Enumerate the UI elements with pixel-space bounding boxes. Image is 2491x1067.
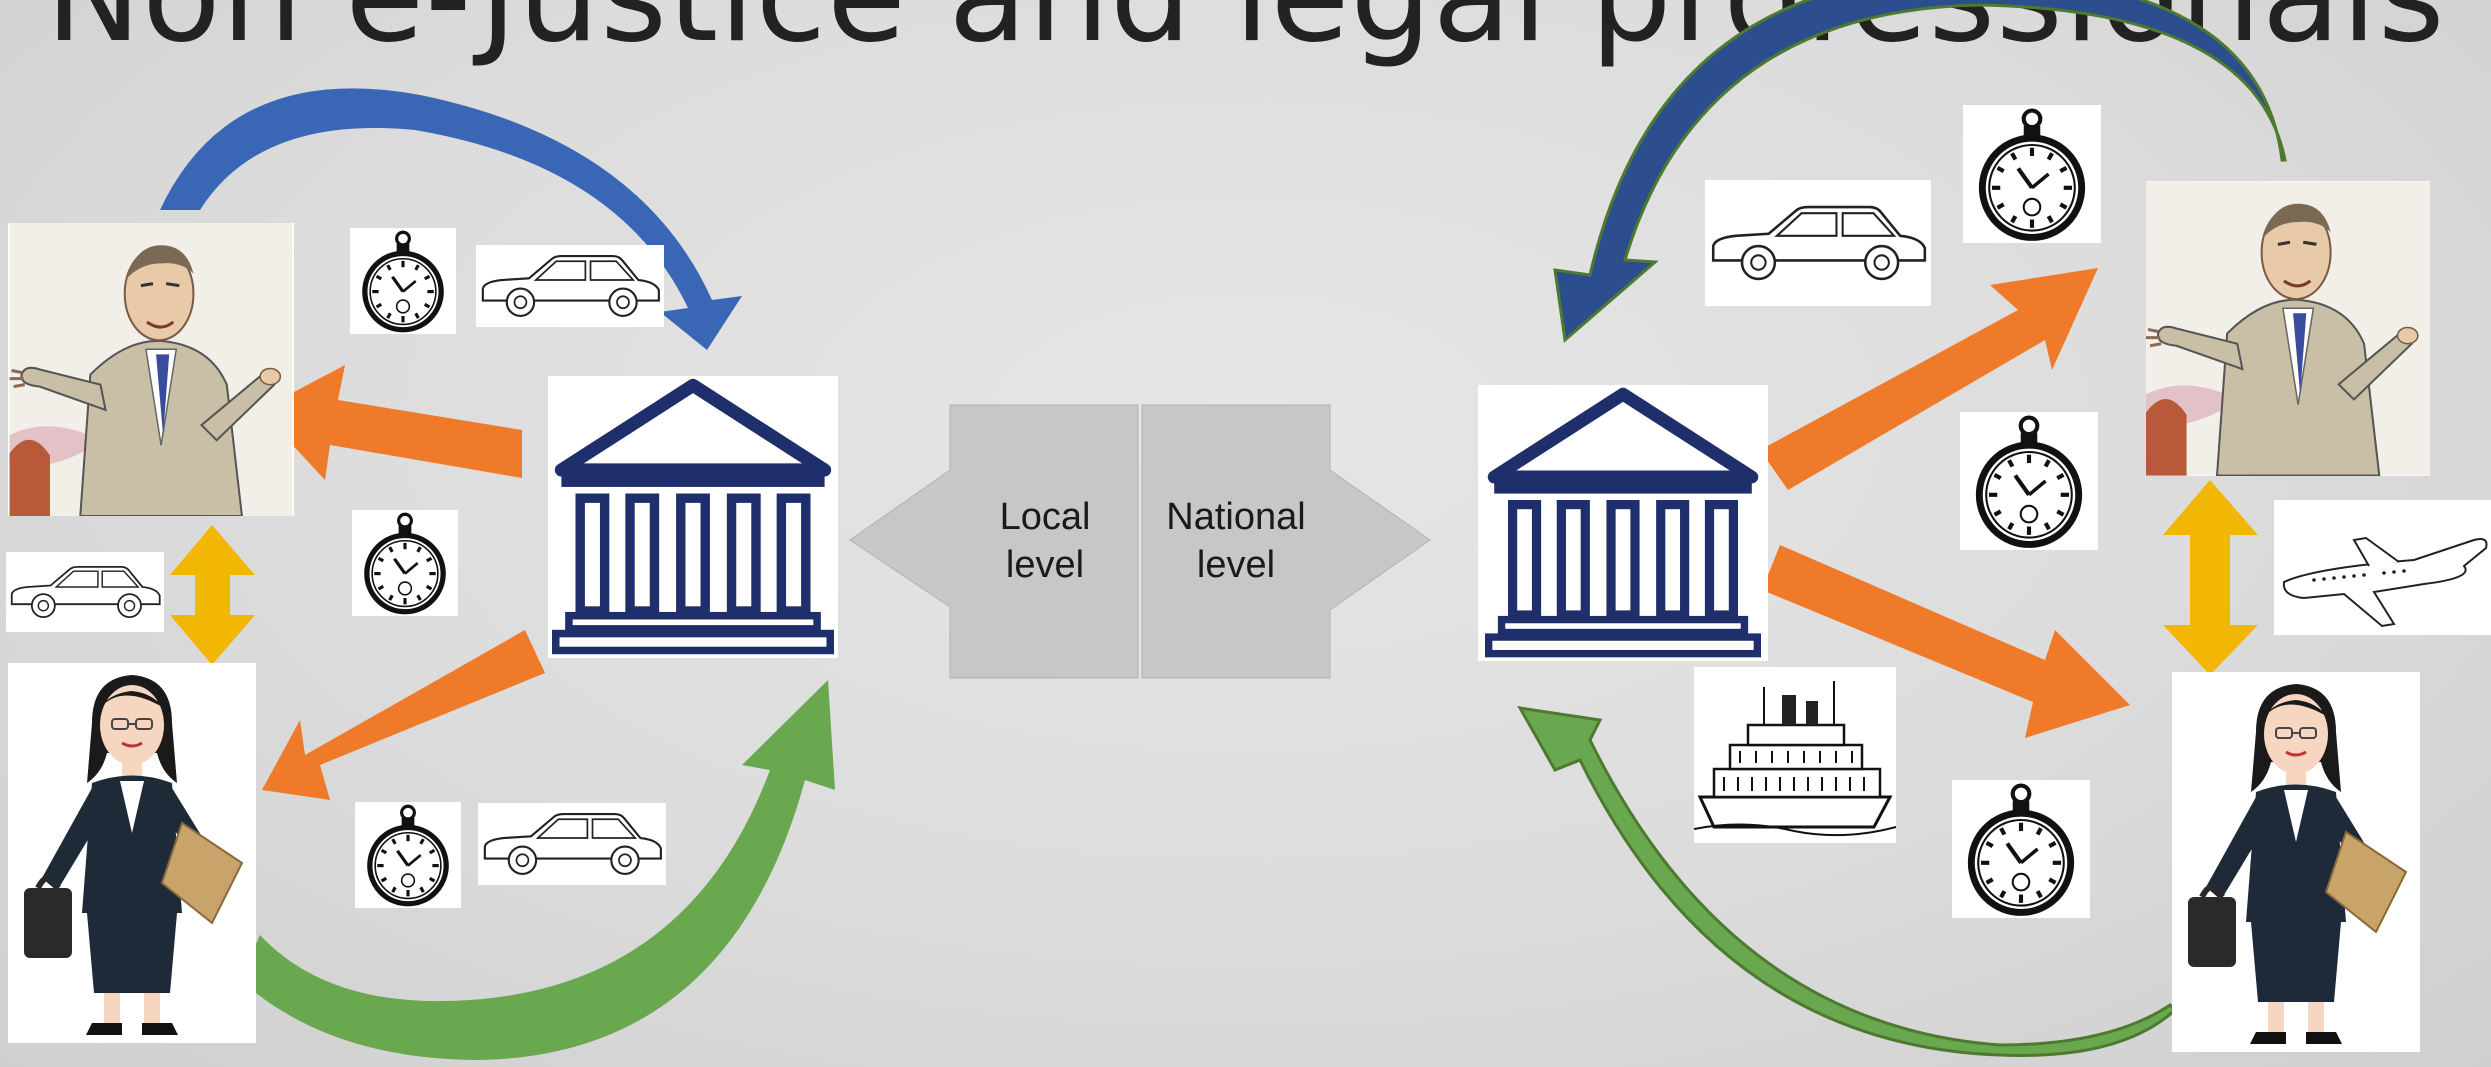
right-arrow-head [1141, 404, 1431, 679]
lawyer-illustration-right [2172, 672, 2420, 1052]
judge-illustration-left [8, 223, 294, 516]
ship-icon [1693, 667, 1897, 843]
orange-arrow-court-to-lawyer-right [1762, 545, 2130, 738]
pocket-watch-icon [355, 802, 461, 908]
blue-curved-arrow-right [1553, 0, 2287, 343]
orange-arrow-court-to-lawyer [262, 630, 545, 800]
local-level-line2: level [1005, 544, 1085, 586]
local-level-line1: Local [999, 496, 1091, 538]
national-level-line2: level [1196, 544, 1276, 586]
green-curved-arrow-right [1517, 706, 2178, 1057]
center-arrow-boxes [849, 404, 1431, 679]
pocket-watch-icon [350, 228, 456, 334]
car-icon [1705, 180, 1931, 306]
national-level-line1: National [1166, 496, 1306, 538]
orange-arrow-court-to-judge-right [1760, 268, 2098, 490]
national-level-label: National level [1150, 493, 1322, 589]
left-arrow-head [849, 404, 1139, 679]
pocket-watch-icon [1960, 412, 2098, 550]
blue-curved-arrow-left [160, 88, 742, 350]
car-icon [476, 245, 664, 327]
court-building-icon-left [548, 376, 838, 658]
airplane-icon [2274, 500, 2491, 635]
pocket-watch-icon [1963, 105, 2101, 243]
judge-illustration-right [2146, 181, 2430, 476]
car-icon [6, 552, 164, 632]
local-level-label: Local level [960, 493, 1130, 589]
slide-title: Non e-Justice and legal professionals [0, 0, 2491, 71]
yellow-double-arrow-right [2163, 480, 2258, 675]
lawyer-illustration-left [8, 663, 256, 1043]
car-icon [478, 803, 666, 885]
orange-arrow-court-to-judge [260, 365, 522, 480]
pocket-watch-icon [352, 510, 458, 616]
yellow-double-arrow-left [170, 525, 255, 665]
pocket-watch-icon [1952, 780, 2090, 918]
court-building-icon-right [1478, 385, 1768, 661]
green-curved-arrow-left [240, 680, 835, 1060]
